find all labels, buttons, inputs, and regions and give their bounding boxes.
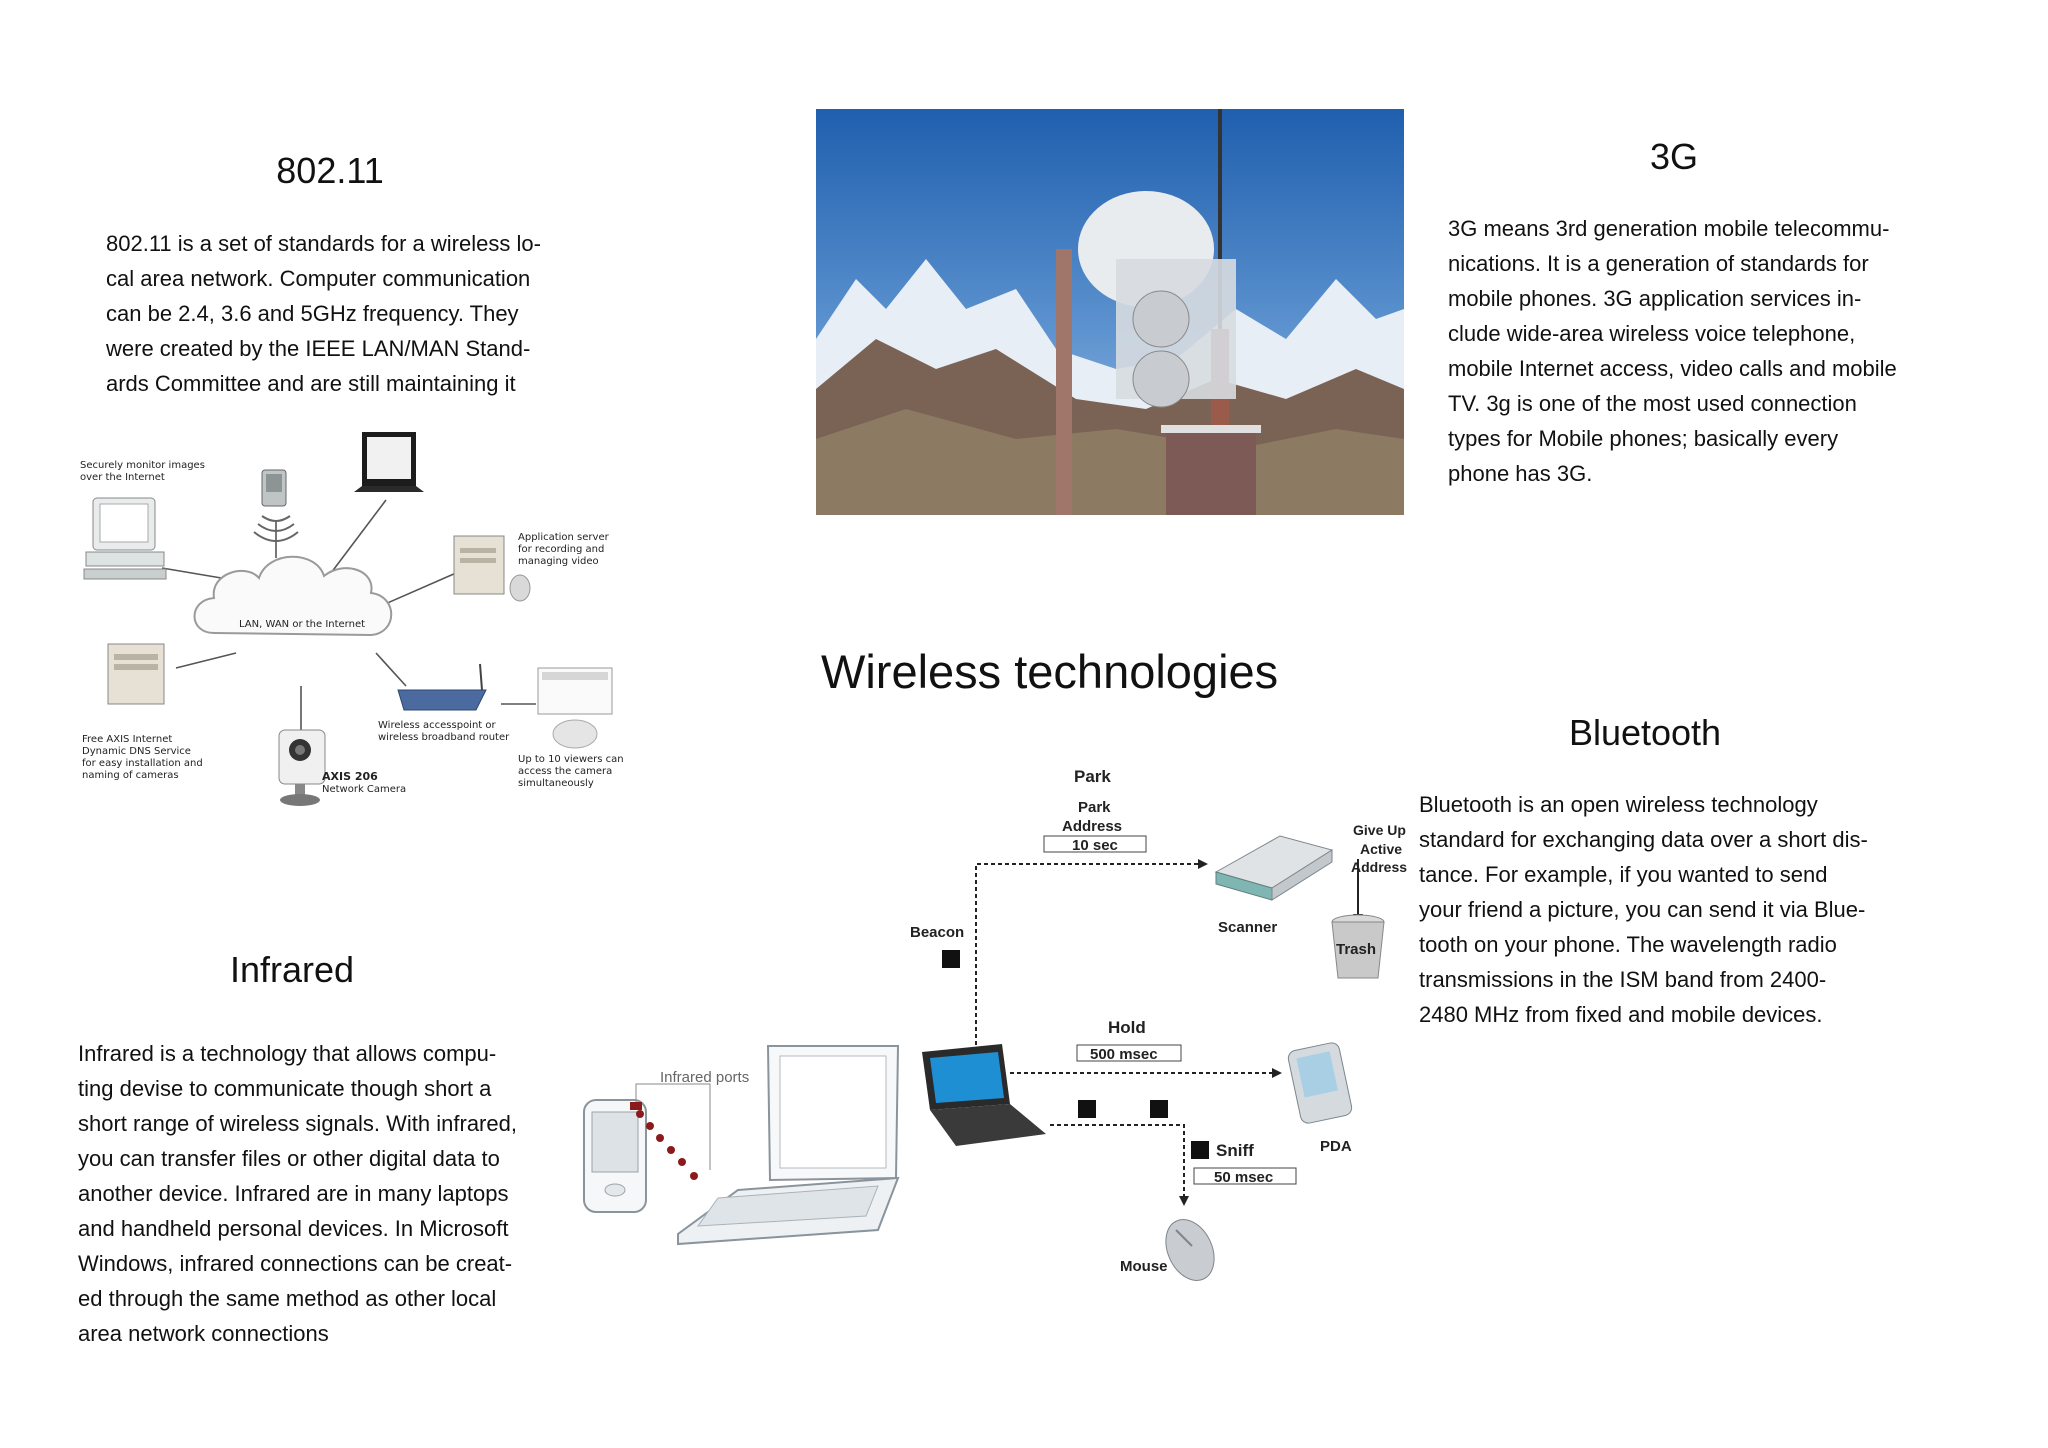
park-address-line2: Address [1062,818,1122,835]
app-server-line2: for recording and [518,544,604,555]
infrared-body: Infrared is a technology that allows com… [78,1041,517,1346]
sniff-time: 50 msec [1214,1169,1273,1186]
sniff-packet-3 [1191,1141,1209,1159]
infrared-diagram: Infrared ports [583,1045,900,1246]
handheld-device-icon [583,1099,647,1213]
app-server-line1: Application server [518,532,610,543]
bluetooth-links [975,863,1276,1200]
page-title: Wireless technologies [821,645,1279,698]
bluetooth-heading: Bluetooth [1568,712,1722,753]
router-line2: wireless broadband router [378,732,510,743]
threeg-body: 3G means 3rd generation mobile telecommu… [1448,216,1897,486]
router-label: Wireless accesspoint or wireless broadba… [378,720,510,743]
dns-line1: Free AXIS Internet [82,734,172,745]
camera-label: Network Camera [322,784,406,795]
park-time: 10 sec [1072,837,1118,854]
pda-label: PDA [1320,1138,1352,1155]
network-diagram: LAN, WAN or the Internet Securely monito… [80,432,627,806]
laptop-icon [354,432,424,492]
trash-icon [1331,914,1385,979]
monitor-label-line1: Securely monitor images [80,460,205,471]
viewers-label: Up to 10 viewers can access the camera s… [518,754,627,789]
infrared-heading: Infrared [229,949,355,990]
infrared-ports-label: Infrared ports [660,1069,749,1086]
hold-time: 500 msec [1090,1046,1158,1063]
wifi-heading: 802.11 [276,150,384,191]
application-server-icon [453,535,531,602]
wireless-router-icon [397,663,487,711]
app-server-line3: managing video [518,556,599,567]
park-label: Park [1074,767,1111,786]
viewers-line2: access the camera [518,766,612,777]
dns-label: Free AXIS Internet Dynamic DNS Service f… [82,734,206,781]
viewers-line1: Up to 10 viewers can [518,754,624,765]
laptop-icon [677,1045,900,1246]
dns-line3: for easy installation and [82,758,203,769]
sniff-label: Sniff [1216,1141,1254,1160]
scanner-label: Scanner [1218,919,1277,936]
sniff-packet-2 [1150,1100,1168,1118]
sniff-packet-1 [1078,1100,1096,1118]
viewer-computer-icon [537,667,613,749]
give-up-line3: Address [1351,859,1407,875]
monitor-label: Securely monitor images over the Interne… [80,460,208,483]
antenna-tower-photo [816,109,1404,515]
give-up-line1: Give Up [1353,822,1406,838]
pda-wireless-icon [253,469,299,542]
park-time-box [1043,835,1147,853]
desktop-computer-icon [83,497,167,580]
wifi-body: 802.11 is a set of standards for a wirel… [106,231,541,396]
beacon-packet [942,950,960,968]
cloud-label: LAN, WAN or the Internet [239,619,365,630]
threeg-heading: 3G [1649,136,1699,177]
bluetooth-diagram: Park Park Address 10 sec Give Up Active … [910,767,1407,1281]
monitor-label-line2: over the Internet [80,472,165,483]
give-up-line2: Active [1360,841,1402,857]
pda-icon [1287,1042,1353,1124]
bluetooth-body: Bluetooth is an open wireless technology… [1419,792,1868,1027]
trash-label: Trash [1336,941,1376,958]
arrowheads [1179,859,1282,1206]
beacon-label: Beacon [910,924,964,941]
camera-model: AXIS 206 [322,770,378,783]
park-address-line1: Park [1078,799,1111,816]
mouse-label: Mouse [1120,1258,1168,1275]
hold-label: Hold [1108,1018,1146,1037]
cloud-icon: LAN, WAN or the Internet [193,555,393,637]
laptop-icon [922,1044,1046,1146]
app-server-label: Application server for recording and man… [518,532,612,567]
hold-time-box [1076,1044,1182,1062]
network-camera-icon [278,729,326,806]
infrared-beam [636,1110,698,1180]
viewers-line3: simultaneously [518,778,594,789]
router-line1: Wireless accesspoint or [378,720,497,731]
dns-line2: Dynamic DNS Service [82,746,191,757]
sniff-time-box [1193,1167,1297,1185]
mouse-icon [1165,1219,1215,1281]
tower-computer-icon [107,643,165,705]
scanner-icon [1214,835,1334,901]
dns-line4: naming of cameras [82,770,179,781]
